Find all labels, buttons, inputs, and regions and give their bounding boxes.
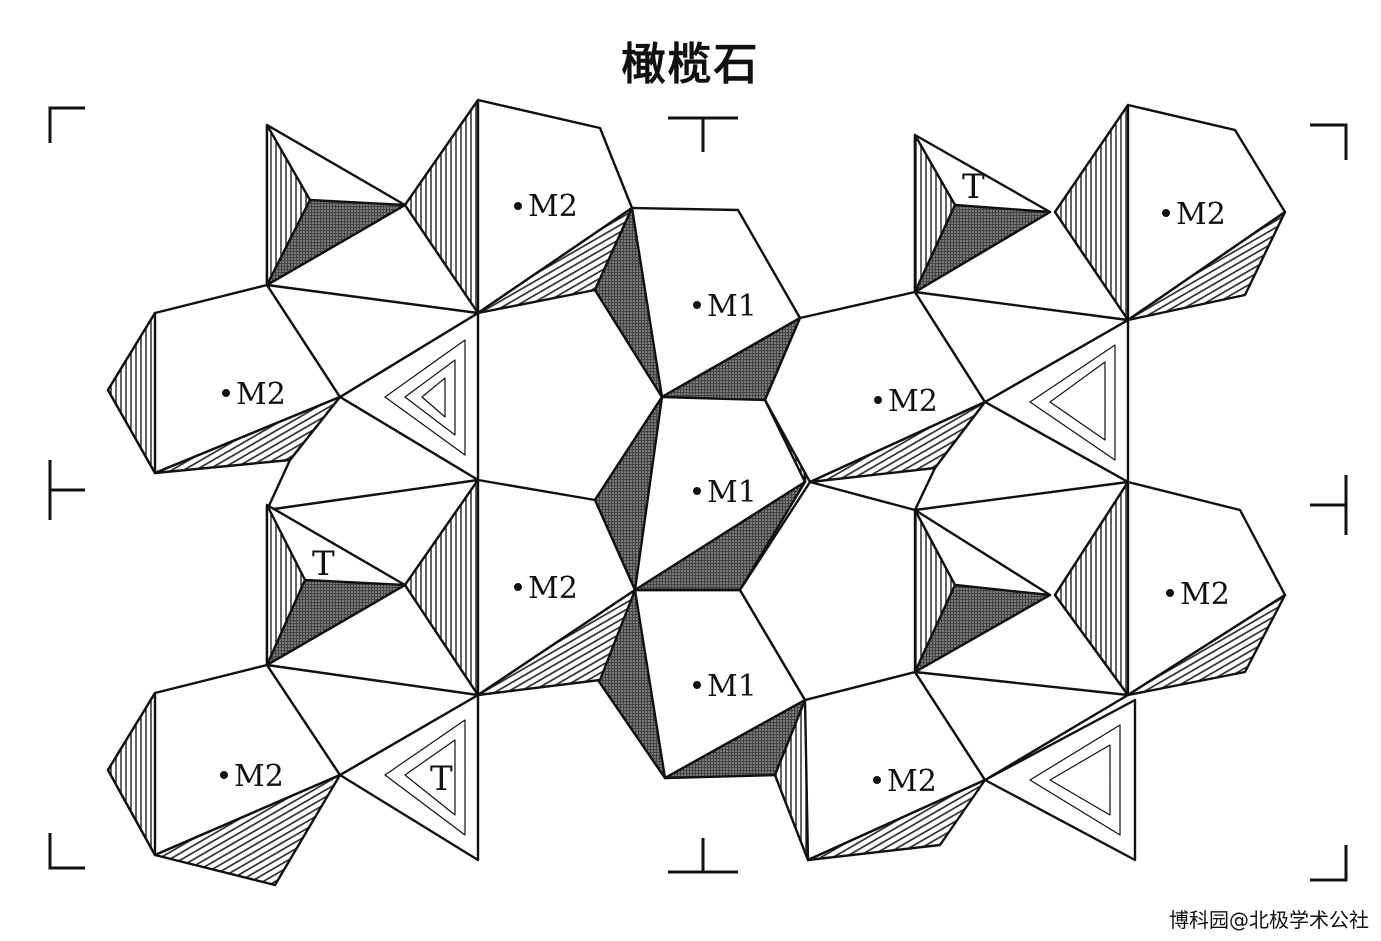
- label-t: T: [430, 759, 453, 799]
- diagram-title: 橄榄石: [621, 39, 760, 90]
- label-m1: M1: [707, 475, 757, 510]
- linking-face-left-1: [265, 283, 480, 399]
- octahedron-m2-lower-right: [1053, 480, 1287, 697]
- octahedron-m2-bottom-left: [106, 663, 342, 887]
- label-m2: M2: [1180, 577, 1230, 612]
- label-m2: M2: [887, 764, 937, 799]
- octahedron-m2-top-right: [1053, 103, 1287, 322]
- label-m1: M1: [707, 669, 757, 704]
- label-m2: M2: [528, 571, 578, 606]
- linking-face-right-1: [913, 290, 1130, 404]
- label-m2: M2: [234, 759, 284, 794]
- tetrahedron-lower-left: [265, 503, 407, 667]
- label-t: T: [312, 544, 335, 584]
- label-m2: M2: [528, 189, 578, 224]
- label-m2: M2: [1176, 197, 1226, 232]
- octahedron-m2-bottom-right: [773, 670, 987, 862]
- tetrahedron-bottom-right: [983, 698, 1137, 862]
- tetrahedron-lower-right: [913, 508, 1052, 674]
- octahedron-m2-mid-right: [763, 290, 987, 484]
- tetrahedron-top-left: [265, 123, 407, 287]
- linking-face-right-3: [913, 670, 1130, 782]
- site-labels: M2 M2 M1 M1 M2 M2 M1 M2 M2 M2 M2 T T T: [234, 167, 1230, 799]
- linking-face-mid: [738, 480, 917, 702]
- label-m1: M1: [707, 289, 757, 324]
- label-m2: M2: [888, 384, 938, 419]
- polyhedra-network: [106, 98, 1287, 887]
- watermark: 博科园@北极学术公社: [1169, 908, 1369, 932]
- linking-face-left-3: [265, 663, 480, 777]
- octahedron-m1-bottom: [596, 480, 807, 780]
- label-t: T: [962, 167, 985, 207]
- tetrahedron-top-right: [913, 133, 1052, 294]
- label-m2: M2: [236, 377, 286, 412]
- site-dots: [220, 202, 1174, 784]
- unit-cell-markers: [48, 106, 1348, 882]
